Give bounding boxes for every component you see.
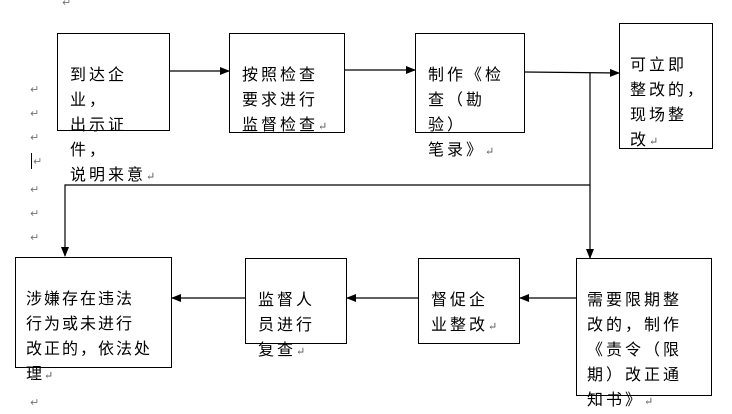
box-inspect: 按照检查 要求进行 监督检查↵: [229, 33, 345, 134]
margin-paragraph-mark: ↵: [30, 83, 40, 96]
box-immediate-text: 可立即 整改的， 现场整 改: [630, 55, 707, 149]
margin-paragraph-mark: ↵: [62, 0, 72, 9]
paragraph-mark: ↵: [318, 120, 328, 133]
paragraph-mark: ↵: [644, 395, 654, 408]
box-inspect-text: 按照检查 要求进行 监督检查: [242, 65, 319, 134]
box-arrive-text: 到达企业， 出示证件， 说明来意: [70, 65, 147, 184]
margin-paragraph-mark: ↵: [30, 396, 40, 409]
paragraph-mark: ↵: [649, 135, 659, 148]
paragraph-mark: ↵: [44, 369, 54, 382]
text-cursor: [31, 153, 32, 169]
margin-paragraph-mark: ↵: [30, 131, 40, 144]
box-review-text: 监督人 员进行 复查: [258, 290, 316, 359]
box-immediate: 可立即 整改的， 现场整 改↵: [619, 23, 713, 149]
box-review: 监督人 员进行 复查↵: [245, 258, 347, 359]
margin-paragraph-mark: ↵: [30, 207, 40, 220]
margin-paragraph-mark: ↵: [30, 371, 40, 384]
paragraph-mark: ↵: [296, 345, 306, 358]
margin-paragraph-mark: ↵: [30, 183, 40, 196]
margin-paragraph-mark: ↵: [30, 231, 40, 244]
arrow-branch-to-punish: [61, 184, 590, 257]
margin-paragraph-mark: ↵: [33, 155, 43, 168]
box-notice: 需要限期整 改的，制作 《责令（限 期）改正通 知书》↵: [576, 258, 712, 409]
box-record-text: 制作《检 查（勘验） 笔录》: [428, 65, 505, 159]
margin-paragraph-mark: ↵: [30, 107, 40, 120]
box-urge: 督促企 业整改↵: [418, 258, 520, 344]
box-record: 制作《检 查（勘验） 笔录》↵: [415, 33, 525, 159]
box-arrive: 到达企业， 出示证件， 说明来意↵: [57, 33, 170, 184]
box-urge-text: 督促企 业整改: [431, 290, 489, 334]
paragraph-mark: ↵: [488, 320, 498, 333]
box-notice-text: 需要限期整 改的，制作 《责令（限 期）改正通 知书》: [587, 290, 683, 409]
paragraph-mark: ↵: [146, 170, 156, 183]
box-punish-text: 涉嫌存在违法 行为或未进行 改正的，依法处 理: [26, 289, 153, 383]
paragraph-mark: ↵: [485, 145, 495, 158]
box-punish: 涉嫌存在违法 行为或未进行 改正的，依法处 理↵: [15, 257, 172, 383]
arrow-record-to-immediate: [524, 68, 620, 77]
